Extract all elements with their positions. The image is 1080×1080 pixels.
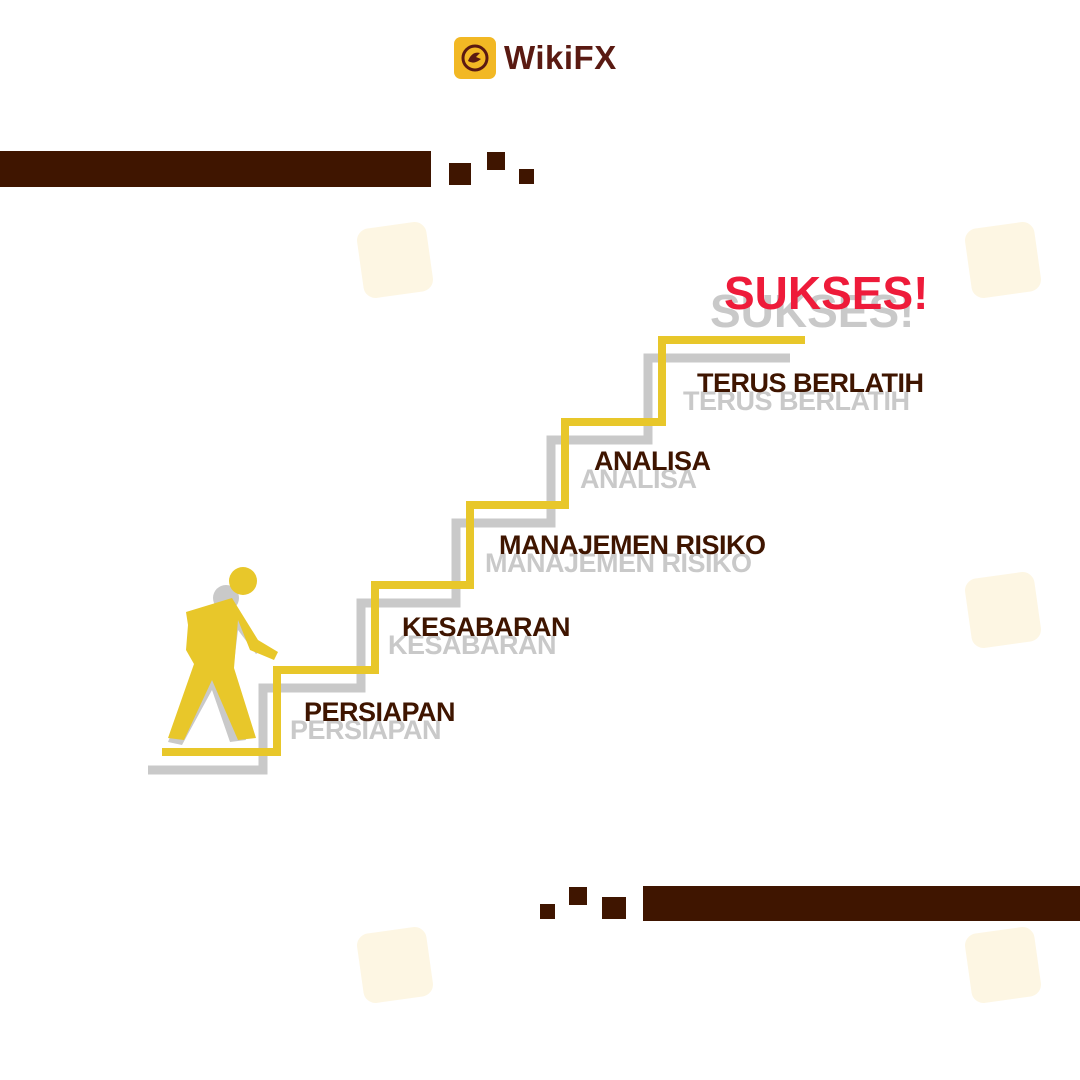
top-banner-bar <box>0 151 431 187</box>
decor-square <box>602 897 626 919</box>
step-persiapan: PERSIAPAN <box>304 697 456 727</box>
logo-text: WikiFX <box>504 39 617 76</box>
staircase <box>162 336 805 756</box>
wikifx-logo: WikiFX <box>454 37 617 79</box>
decor-square <box>519 169 534 184</box>
decor-square <box>449 163 471 185</box>
step-terus-berlatih: TERUS BERLATIH <box>697 368 924 398</box>
decor-square <box>487 152 505 170</box>
decor-square <box>540 904 555 919</box>
walking-person-icon <box>168 567 278 740</box>
goal-sukses: SUKSES! <box>724 267 929 319</box>
step-kesabaran: KESABARAN <box>402 612 571 642</box>
step-analisa: ANALISA <box>594 446 711 476</box>
bottom-banner-bar <box>643 886 1080 921</box>
decor-square <box>569 887 587 905</box>
eagle-logo-icon <box>454 37 496 79</box>
staircase-shadow <box>148 353 790 775</box>
step-manajemen-risiko: MANAJEMEN RISIKO <box>499 530 766 560</box>
